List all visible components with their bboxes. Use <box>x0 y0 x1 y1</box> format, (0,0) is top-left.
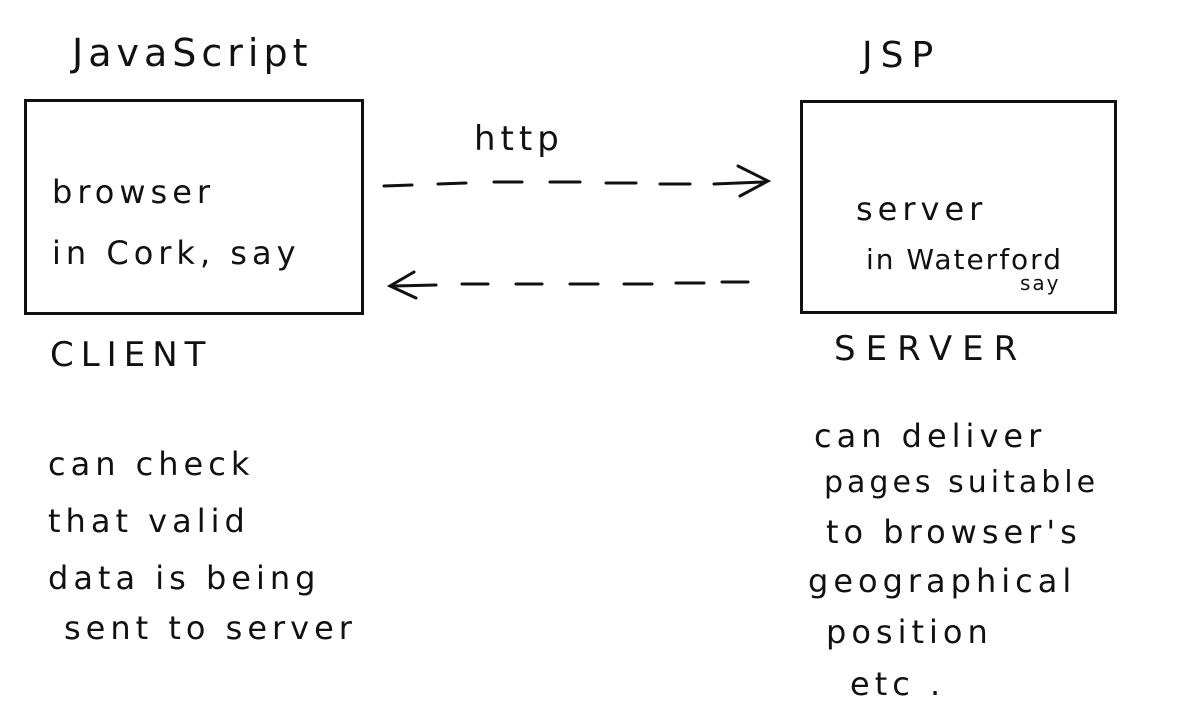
client-box-line1: browser <box>52 173 216 211</box>
server-box-line3: say <box>1020 271 1061 295</box>
server-note-line5: position <box>826 613 993 651</box>
client-note-line4: sent to server <box>64 609 357 647</box>
server-note-line2: pages suitable <box>824 465 1100 500</box>
client-box <box>24 99 364 315</box>
response-arrow <box>386 270 750 300</box>
request-arrow <box>382 164 772 198</box>
client-role-label: CLIENT <box>50 335 213 375</box>
server-box-line2: in Waterford <box>866 243 1063 276</box>
client-note-line2: that valid <box>48 502 250 540</box>
client-tech-label: JavaScript <box>72 31 313 75</box>
server-tech-label: JSP <box>862 35 942 76</box>
client-note-line1: can check <box>48 445 255 483</box>
connection-label: http <box>474 119 564 159</box>
server-box-line1: server <box>856 190 988 228</box>
server-note-line6: etc . <box>850 665 946 703</box>
server-note-line3: to browser's <box>826 513 1082 551</box>
server-role-label: SERVER <box>834 329 1028 369</box>
client-box-line2: in Cork, say <box>52 234 301 272</box>
server-note-line1: can deliver <box>814 417 1047 455</box>
server-box <box>800 100 1117 314</box>
server-note-line4: geographical <box>808 562 1077 600</box>
client-note-line3: data is being <box>48 559 321 597</box>
